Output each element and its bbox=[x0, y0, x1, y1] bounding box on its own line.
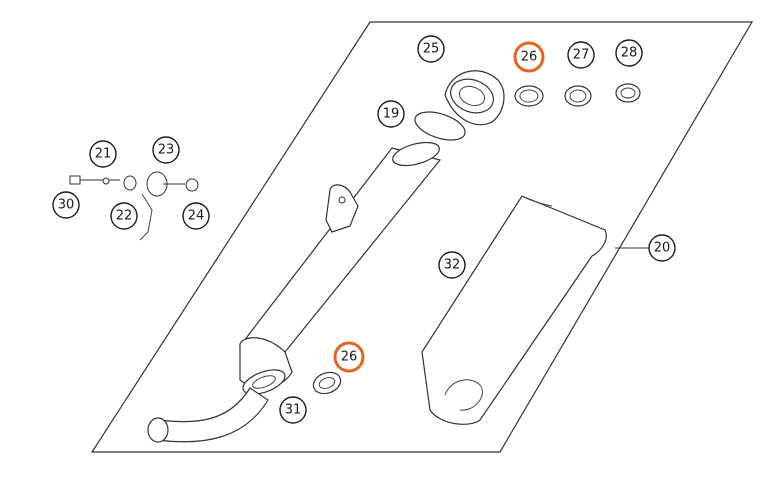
part-label-32[interactable]: 32 bbox=[438, 251, 466, 279]
part-label-25-text: 25 bbox=[423, 42, 440, 57]
part-label-25[interactable]: 25 bbox=[417, 35, 445, 63]
part-label-22[interactable]: 22 bbox=[110, 202, 138, 230]
part-label-24[interactable]: 24 bbox=[182, 202, 210, 230]
part-label-32-text: 32 bbox=[444, 258, 461, 273]
gasket-ring bbox=[414, 111, 466, 141]
part-label-27[interactable]: 27 bbox=[567, 41, 595, 69]
seal-ring-27 bbox=[564, 85, 592, 107]
part-label-22-text: 22 bbox=[116, 209, 133, 224]
part-label-19-text: 19 bbox=[383, 107, 400, 122]
silencer-packing-sheet bbox=[421, 195, 607, 425]
part-label-24-text: 24 bbox=[188, 209, 205, 224]
part-label-30-text: 30 bbox=[58, 198, 75, 213]
part-label-23-text: 23 bbox=[158, 143, 175, 158]
part-label-26-bottom[interactable]: 26 bbox=[333, 341, 365, 373]
mounting-bolt-assembly bbox=[69, 171, 199, 241]
seal-ring-28 bbox=[615, 83, 641, 103]
silencer-end-cap bbox=[239, 337, 293, 395]
end-cap-large bbox=[444, 70, 505, 126]
part-label-31[interactable]: 31 bbox=[279, 396, 307, 424]
part-label-20-text: 20 bbox=[654, 241, 671, 256]
part-label-19[interactable]: 19 bbox=[377, 100, 405, 128]
part-label-21[interactable]: 21 bbox=[89, 140, 117, 168]
part-label-30[interactable]: 30 bbox=[52, 191, 80, 219]
part-label-21-text: 21 bbox=[95, 147, 112, 162]
part-label-26-top-text: 26 bbox=[521, 50, 538, 65]
part-label-27-text: 27 bbox=[573, 48, 590, 63]
part-label-20[interactable]: 20 bbox=[648, 234, 676, 262]
part-label-28-text: 28 bbox=[621, 46, 638, 61]
seal-ring-bottom bbox=[312, 371, 342, 395]
part-label-28[interactable]: 28 bbox=[615, 39, 643, 67]
assembly-plate bbox=[90, 21, 754, 453]
part-label-23[interactable]: 23 bbox=[152, 136, 180, 164]
exhaust-pipe bbox=[147, 387, 269, 443]
silencer-body bbox=[238, 141, 442, 353]
part-label-26-bottom-text: 26 bbox=[341, 350, 358, 365]
part-label-26-top[interactable]: 26 bbox=[513, 41, 545, 73]
seal-ring-top bbox=[514, 85, 544, 107]
part-label-31-text: 31 bbox=[285, 403, 302, 418]
